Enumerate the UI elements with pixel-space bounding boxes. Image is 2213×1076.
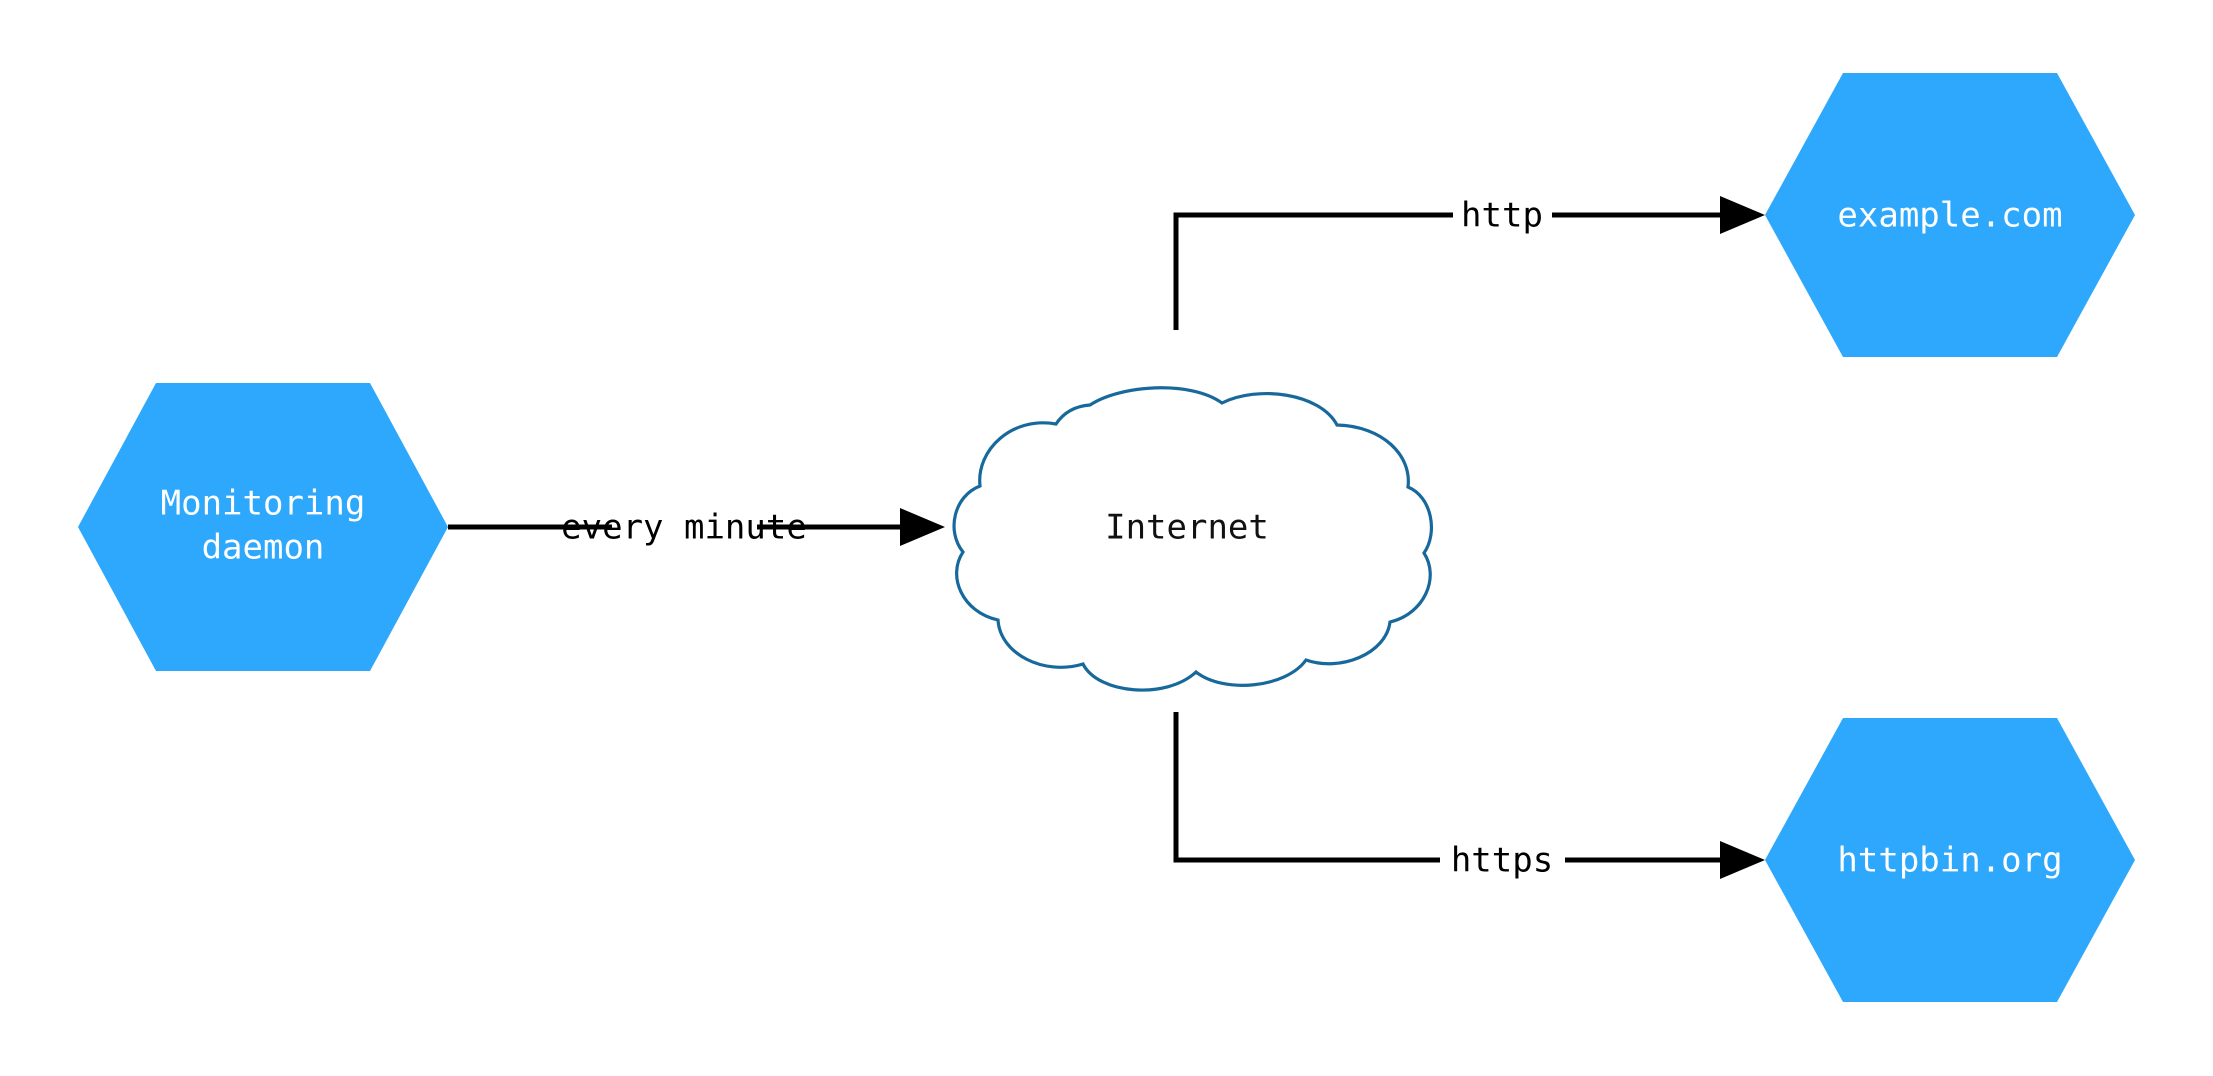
edge-https-line (1173, 712, 1740, 863)
edge-http-line (1173, 212, 1740, 330)
hexagon-shape-monitoring-daemon (78, 383, 448, 671)
hexagon-shape-example-com (1765, 73, 2135, 357)
edge-https-arrowhead (1720, 841, 1765, 879)
edge-http-arrowhead (1720, 196, 1765, 234)
edge-http[interactable]: http (1173, 196, 1765, 331)
node-monitoring-daemon[interactable]: Monitoring daemon (78, 383, 448, 671)
node-httpbin-org[interactable]: httpbin.org (1765, 718, 2135, 1002)
edge-every-minute-label: every minute (561, 508, 807, 548)
node-label-internet: Internet (1105, 508, 1269, 548)
node-label-example-com: example.com (1837, 196, 2062, 236)
node-label-monitoring-daemon-line-1: Monitoring (161, 484, 366, 524)
cloud-shape-internet (952, 386, 1433, 692)
node-internet[interactable]: Internet (952, 386, 1433, 692)
node-label-monitoring-daemon-line-2: daemon (202, 528, 325, 568)
edge-http-label: http (1461, 196, 1543, 236)
node-example-com[interactable]: example.com (1765, 73, 2135, 357)
edge-every-minute-arrowhead (900, 508, 945, 546)
edge-https-label: https (1451, 841, 1553, 881)
edge-https[interactable]: https (1173, 712, 1765, 881)
edge-every-minute[interactable]: every minute (448, 508, 945, 548)
hexagon-shape-httpbin-org (1765, 718, 2135, 1002)
node-label-httpbin-org: httpbin.org (1837, 841, 2062, 881)
